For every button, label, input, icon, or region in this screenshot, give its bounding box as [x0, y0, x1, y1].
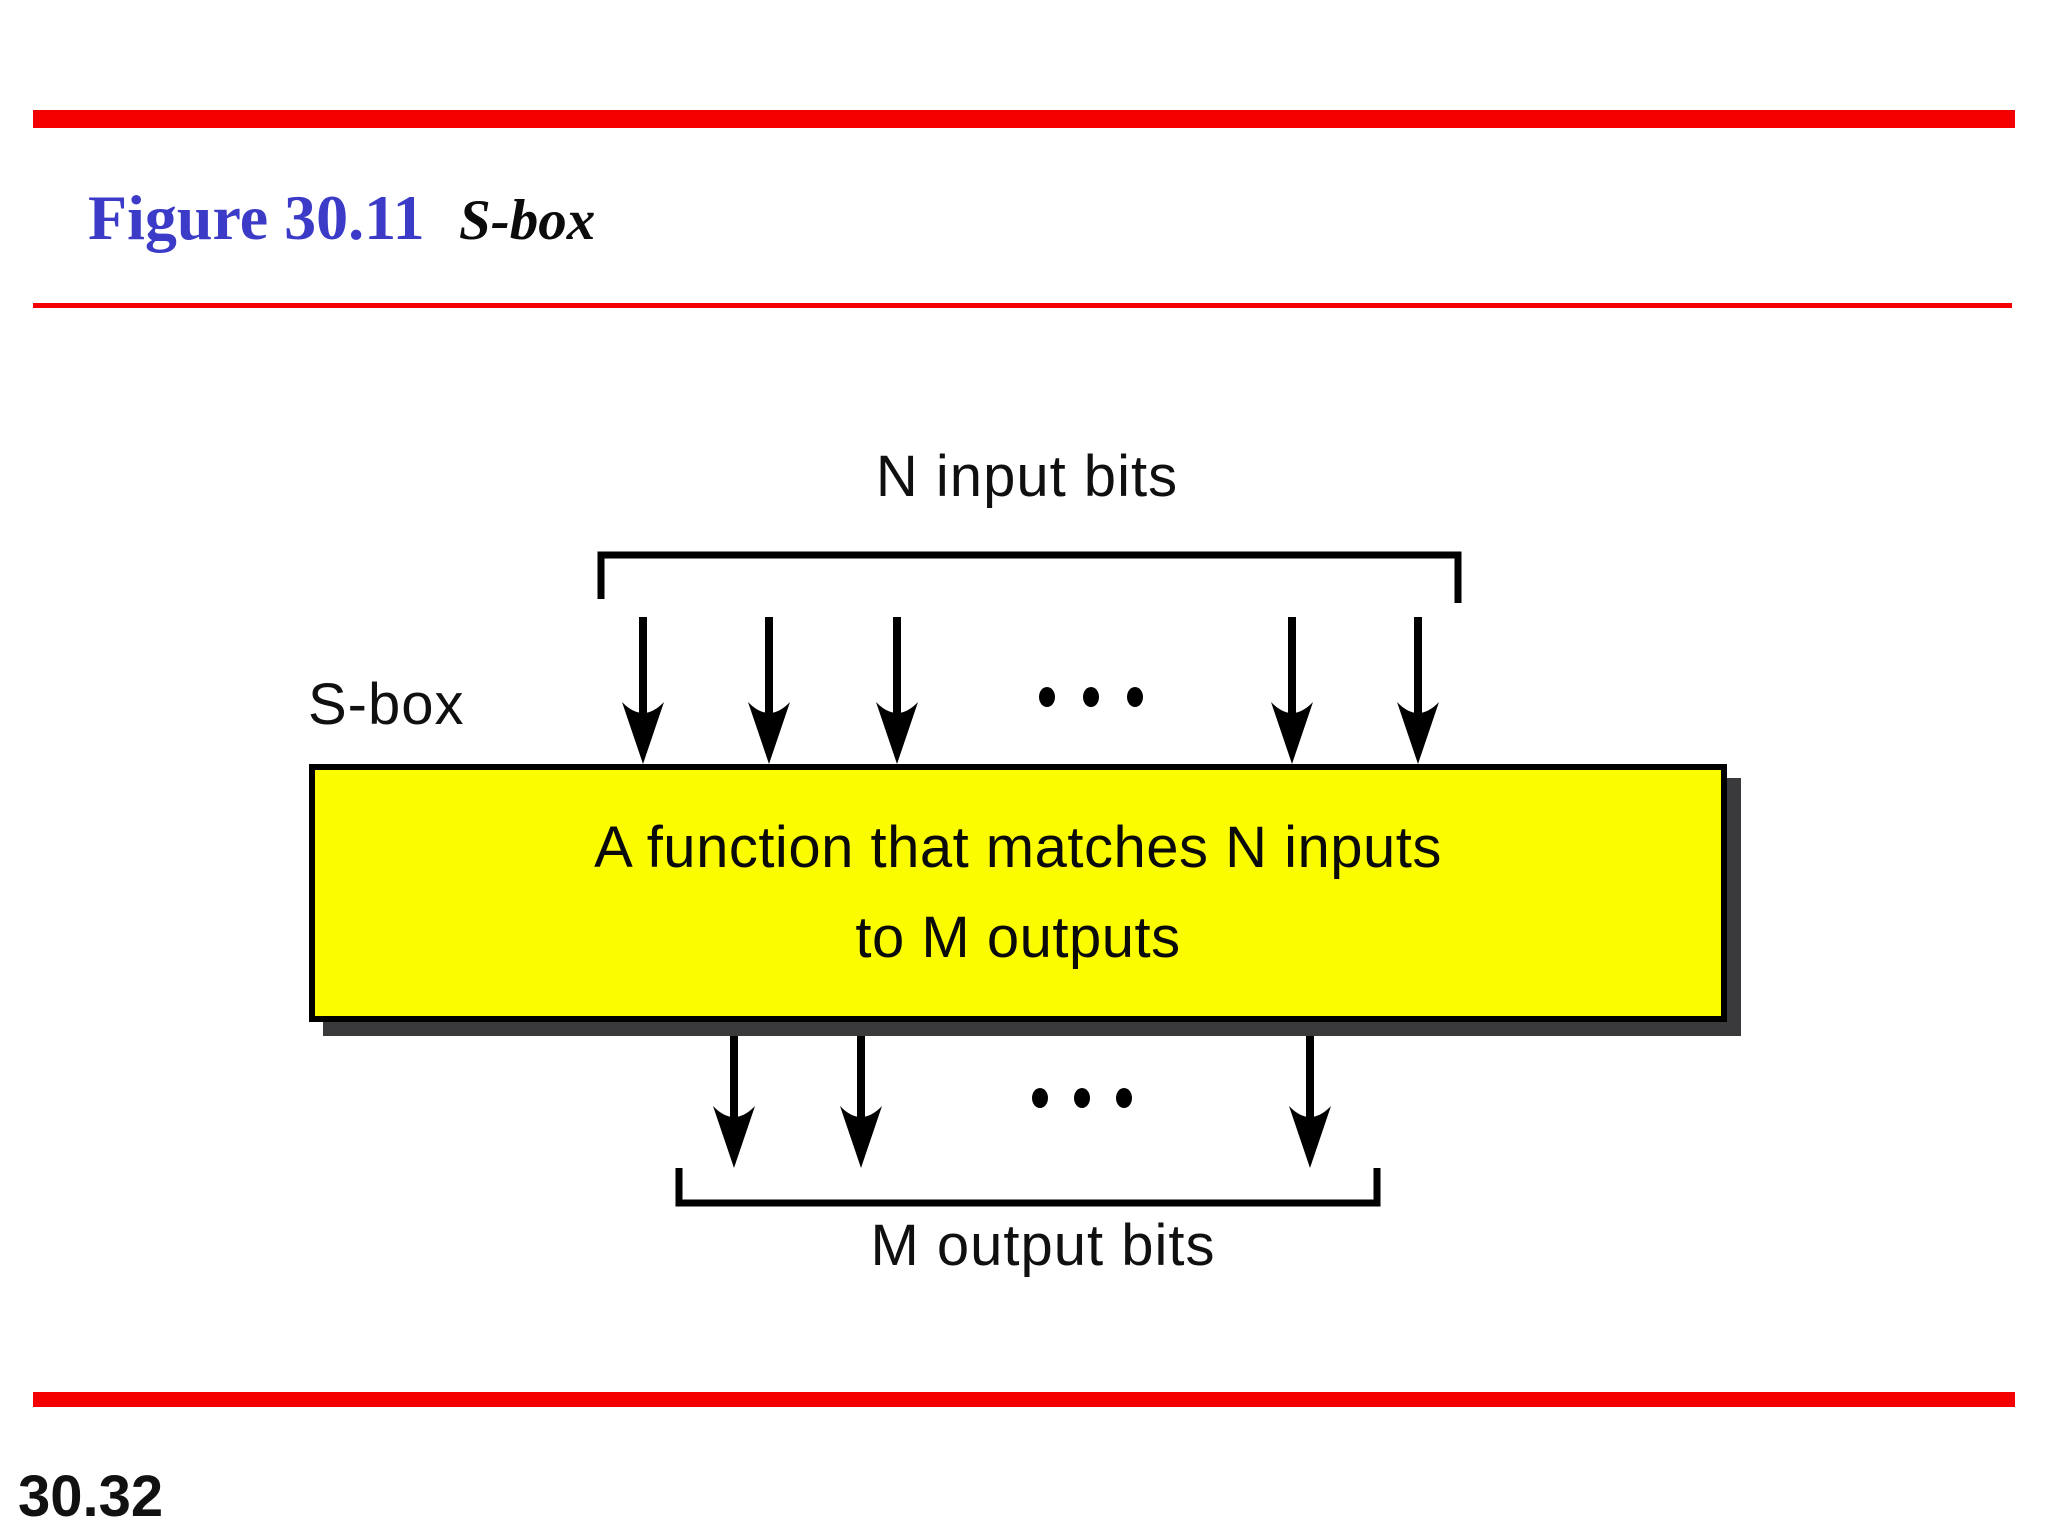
output-bracket	[675, 1168, 1381, 1207]
ellipsis-dots-icon	[1032, 1088, 1132, 1108]
figure-caption: S-box	[459, 189, 596, 252]
sbox-description-line2: to M outputs	[855, 905, 1181, 970]
page-number: 30.32	[18, 1464, 164, 1529]
input-arrows	[622, 617, 1439, 764]
figure-number: Figure 30.11	[88, 182, 425, 253]
sbox-side-label: S-box	[308, 672, 465, 737]
output-arrows	[713, 1033, 1331, 1168]
down-arrow-icon	[1271, 617, 1313, 764]
down-arrow-icon	[840, 1033, 882, 1168]
top-red-rule	[33, 110, 2015, 128]
down-arrow-icon	[1289, 1033, 1331, 1168]
down-arrow-icon	[876, 617, 918, 764]
input-bits-label: N input bits	[875, 444, 1179, 509]
down-arrow-icon	[748, 617, 790, 764]
input-bracket	[597, 551, 1462, 603]
bottom-red-rule	[33, 1392, 2015, 1407]
sbox-function-block: A function that matches N inputs to M ou…	[309, 764, 1727, 1022]
title-underline-rule	[33, 303, 2012, 308]
down-arrow-icon	[622, 617, 664, 764]
ellipsis-dots-icon	[1039, 687, 1143, 707]
sbox-description-line1: A function that matches N inputs	[594, 815, 1442, 880]
down-arrow-icon	[713, 1033, 755, 1168]
output-bits-label: M output bits	[870, 1213, 1216, 1278]
slide-title: Figure 30.11 S-box	[88, 186, 595, 250]
down-arrow-icon	[1397, 617, 1439, 764]
